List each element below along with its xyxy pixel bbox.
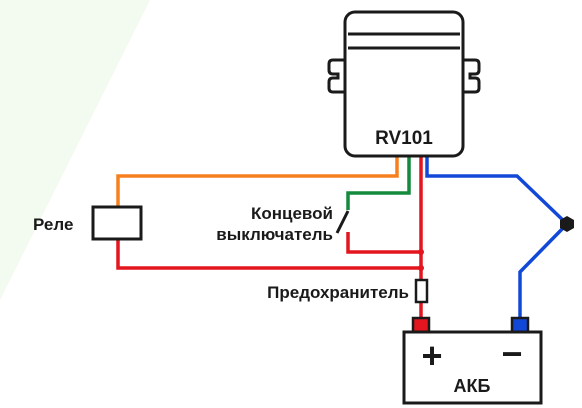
battery-label: АКБ [454, 376, 491, 396]
relay-box [91, 205, 143, 241]
blue-wire [425, 156, 570, 320]
limit-switch-contact [335, 210, 350, 234]
fuse-label: Предохранитель [267, 283, 409, 302]
terminal-minus [510, 316, 530, 334]
junction-dot [418, 265, 424, 271]
red-wire-relay [116, 239, 421, 270]
battery-body [402, 330, 543, 405]
battery-minus-sign: − [501, 333, 522, 374]
device-label: RV101 [375, 128, 433, 149]
red-wire-limit-switch [346, 232, 421, 254]
battery-plus-sign: + [421, 335, 442, 376]
limit-switch: Концевой выключатель [216, 204, 350, 244]
ground-node-icon [560, 216, 574, 232]
rv101-device: RV101 [327, 10, 481, 158]
mounting-ear-right [463, 58, 481, 94]
background-tint-shape [0, 0, 150, 300]
wires [116, 156, 570, 320]
limit-switch-label-line2: выключатель [216, 225, 333, 244]
limit-switch-label-line1: Концевой [251, 204, 333, 223]
relay: Реле [33, 205, 143, 241]
fuse-body [414, 278, 429, 304]
mounting-ear-left [327, 58, 345, 94]
fuse: Предохранитель [267, 278, 429, 304]
relay-label: Реле [33, 215, 73, 234]
terminal-plus [411, 316, 431, 334]
battery: + − АКБ [402, 316, 543, 405]
junction-dot [418, 249, 424, 255]
green-wire [346, 156, 411, 210]
orange-wire [116, 156, 399, 207]
